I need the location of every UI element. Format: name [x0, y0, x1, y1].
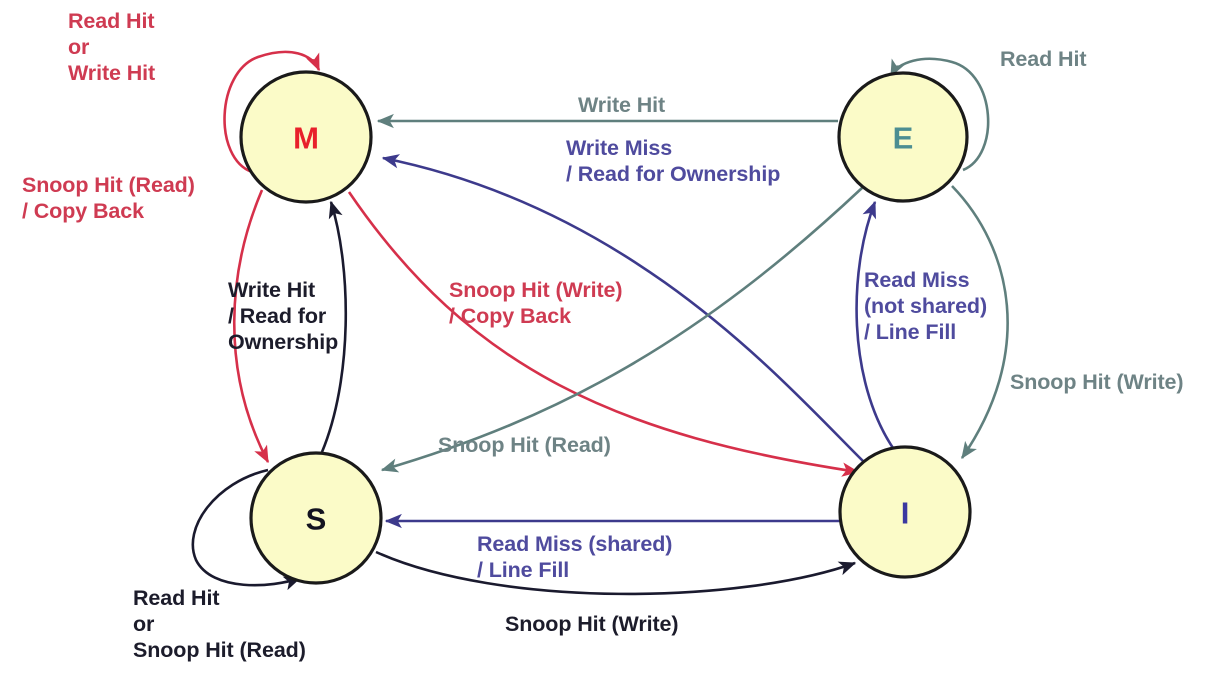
- state-node-e[interactable]: E: [837, 71, 969, 203]
- state-label-m: M: [293, 121, 319, 156]
- edge-s-to-m: [320, 200, 348, 453]
- state-label-i: I: [901, 496, 910, 531]
- label-e-to-m: Write Hit: [578, 93, 666, 117]
- label-i-to-m: Write Miss/ Read for Ownership: [566, 136, 781, 187]
- edge-i-to-m: [381, 154, 871, 469]
- label-e-to-i: Snoop Hit (Write): [1010, 370, 1184, 394]
- edge-s-self: [191, 468, 302, 591]
- edge-m-to-s: [232, 189, 270, 464]
- state-node-m[interactable]: M: [239, 70, 373, 204]
- label-e-to-s: Snoop Hit (Read): [438, 433, 611, 457]
- label-s-to-i: Snoop Hit (Write): [505, 612, 679, 636]
- state-label-e: E: [893, 121, 914, 156]
- state-label-s: S: [306, 502, 327, 537]
- label-e-self: Read Hit: [1000, 47, 1087, 71]
- state-circle-e: [837, 71, 969, 203]
- state-circle-m: [239, 70, 373, 204]
- label-i-to-e: Read Miss(not shared)/ Line Fill: [864, 268, 988, 345]
- label-m-to-i: Snoop Hit (Write)/ Copy Back: [449, 278, 623, 329]
- label-i-to-s: Read Miss (shared)/ Line Fill: [477, 532, 673, 583]
- edge-e-self: [889, 57, 990, 172]
- edge-i-to-e: [855, 200, 895, 449]
- edge-m-to-i: [347, 191, 860, 477]
- state-circle-s: [249, 451, 383, 585]
- edge-e-to-s: [380, 187, 863, 473]
- state-node-i[interactable]: I: [838, 445, 972, 579]
- label-m-to-s: Snoop Hit (Read)/ Copy Back: [22, 173, 195, 224]
- state-circle-i: [838, 445, 972, 579]
- state-node-s[interactable]: S: [249, 451, 383, 585]
- edge-s-to-i: [375, 550, 857, 596]
- edge-e-to-i: [951, 185, 1009, 460]
- edge-m-self: [223, 50, 321, 174]
